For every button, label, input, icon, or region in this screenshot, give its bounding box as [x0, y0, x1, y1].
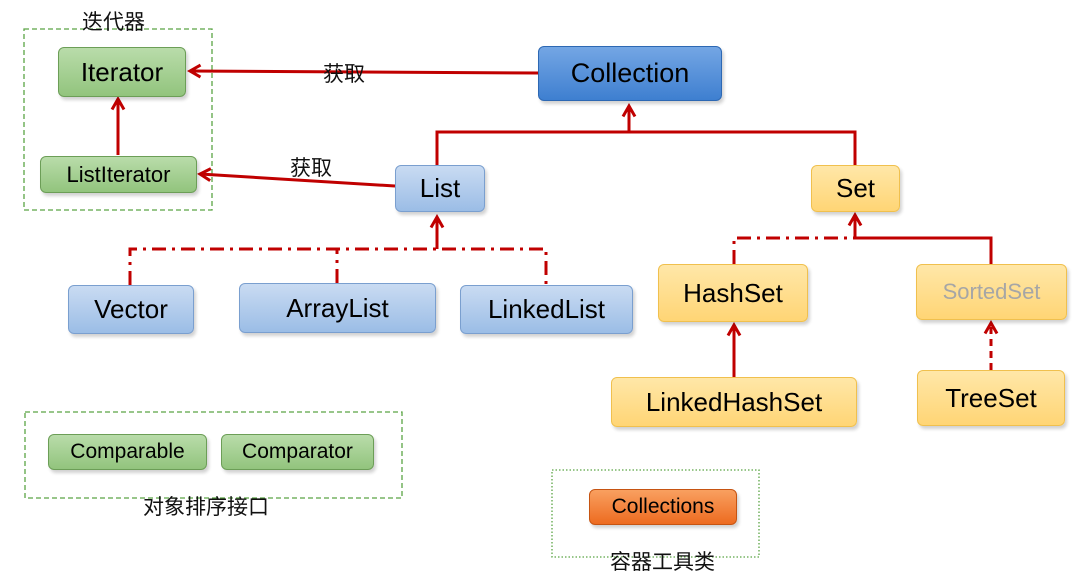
- comparison-group-border: [24, 411, 403, 499]
- linked-hash-set-node: LinkedHashSet: [611, 377, 857, 427]
- edge-collection-to-iterator: [186, 63, 539, 79]
- tree-set-node: TreeSet: [917, 370, 1065, 426]
- array-list-node: ArrayList: [239, 283, 436, 333]
- comparable-node: Comparable: [48, 434, 207, 470]
- edge-label-list-listiterator: 获取: [290, 156, 332, 180]
- list-iterator-node: ListIterator: [40, 156, 197, 193]
- hash-set-node: HashSet: [658, 264, 808, 322]
- comparison-group-label: 对象排序接口: [143, 495, 269, 519]
- collection-node: Collection: [538, 46, 722, 101]
- edge-label-collection-iterator: 获取: [323, 62, 365, 86]
- collections-node: Collections: [589, 489, 737, 525]
- iterator-node: Iterator: [58, 47, 186, 97]
- sorted-set-node: SortedSet: [916, 264, 1067, 320]
- utilities-group-label: 容器工具类: [610, 550, 715, 574]
- edge-sortedset-to-set: [855, 236, 993, 264]
- vector-node: Vector: [68, 285, 194, 334]
- linked-list-node: LinkedList: [460, 285, 633, 334]
- edge-set-to-collection: [629, 130, 857, 165]
- edge-list-to-listiterator: [196, 167, 396, 188]
- iterator-group-label: 迭代器: [82, 10, 145, 34]
- comparator-node: Comparator: [221, 434, 374, 470]
- edge-hashset-to-set: [732, 236, 855, 264]
- edge-list-to-collection: [435, 130, 629, 165]
- list-node: List: [395, 165, 485, 212]
- set-node: Set: [811, 165, 900, 212]
